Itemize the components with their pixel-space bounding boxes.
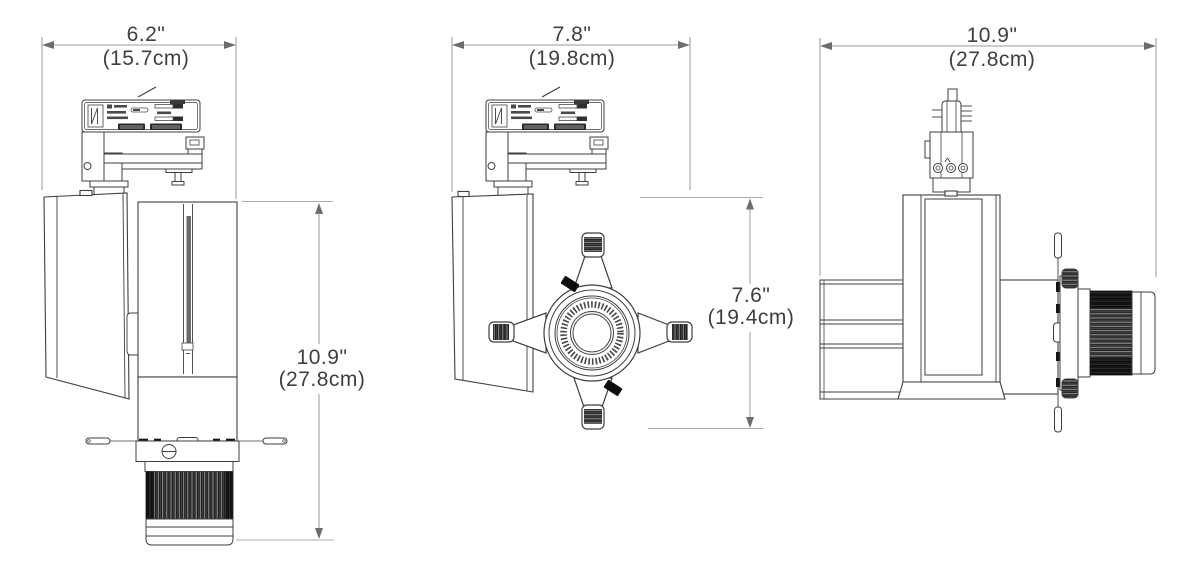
lens-snoot [144,461,234,546]
dimension-inches: 10.9" [967,24,1018,47]
gel-frame-plate [1059,275,1079,391]
barn-door-panel [43,189,130,400]
dimension-cm: (27.8cm) [949,48,1036,71]
barrel-knob-top [1061,268,1079,289]
accessory-plate [85,437,288,462]
track-adapter-side [924,88,974,198]
side-view: 10.9" (27.8cm) [819,24,1157,433]
knob-yoke-top [573,255,613,289]
head-housing [999,279,1059,395]
dimension-cm: (19.4cm) [708,306,795,329]
knob-yoke-right [637,312,670,354]
accessory-rod-left [85,437,111,445]
width-dimension-front [451,37,691,192]
track-adapter [81,86,205,197]
lens-outer-ring [543,284,641,382]
dimension-inches: 7.8" [553,23,592,46]
dimension-inches: 6.2" [127,23,166,46]
latch-tab-lower [603,379,623,397]
framing-knob-bottom [581,404,605,430]
dimension-cm: (27.8cm) [279,368,366,391]
front-left-view: 6.2" (15.7cm) [41,23,366,546]
fixture-body-side [897,190,1059,400]
framing-knob-top [581,232,605,258]
height-dimension-front-left [236,201,334,541]
barrel-knob-bottom [1061,378,1079,399]
fixture-body [126,201,238,442]
lens-barrel-side [1059,268,1156,399]
framing-knob-left [488,321,515,343]
accessory-rod-right [262,437,288,445]
lens-aperture [572,313,612,353]
framing-knob-right [666,321,693,343]
knurled-barrel [145,471,234,520]
barn-door-panel-front [451,190,534,393]
latch-tab-upper [560,275,580,293]
lens-head [488,232,693,430]
width-dimension-side [819,38,1157,277]
body-base [897,381,1006,400]
dimension-cm: (19.8cm) [529,47,616,70]
dimension-cm: (15.7cm) [103,47,190,70]
front-view: 7.8" (19.8cm) [451,23,795,430]
barn-door-panel-side [819,279,905,400]
height-dimension-front [640,197,763,429]
accessory-rod-bottom [1054,406,1062,433]
knurled-focus-ring [560,301,624,365]
adapter-screws [933,163,968,173]
accessory-rod-top [1054,232,1062,259]
dimension-inches: 7.6" [732,284,771,307]
dimension-inches: 10.9" [297,346,348,369]
track-adapter [485,86,609,197]
width-dimension-front-left [41,37,237,199]
